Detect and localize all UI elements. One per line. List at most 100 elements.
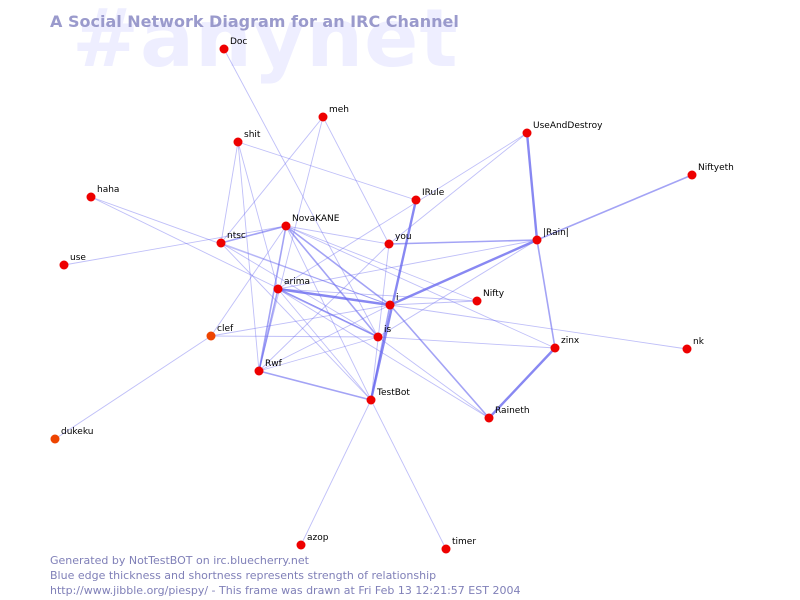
node-ntsc: ntsc xyxy=(216,231,246,248)
edge-ntsc-i xyxy=(220,242,391,306)
edge-i-nk xyxy=(389,304,688,350)
edge-NovaKANE-ntsc xyxy=(220,225,287,244)
node-zinx: zinx xyxy=(550,336,580,353)
node-Rwf: Rwf xyxy=(254,359,283,376)
node-label: i xyxy=(396,293,399,303)
edge-ntsc-is xyxy=(220,242,379,338)
node-label: shit xyxy=(244,130,261,140)
node-label: Rwf xyxy=(265,359,283,369)
footer-legend: Blue edge thickness and shortness repres… xyxy=(50,569,437,582)
edge-is-zinx xyxy=(377,336,556,349)
edge-lRainl-zinx xyxy=(536,239,556,349)
edge-NovaKANE-zinx xyxy=(285,225,556,349)
node-label: Doc xyxy=(230,37,247,47)
node-is: is xyxy=(373,325,392,342)
node-timer: timer xyxy=(441,537,476,554)
node-use: use xyxy=(59,253,86,270)
node-i: i xyxy=(385,293,399,310)
node-marker xyxy=(411,195,421,205)
node-UseAndDestroy: UseAndDestroy xyxy=(522,121,603,138)
node-label: |Rain| xyxy=(543,228,569,238)
footer: Generated by NotTestBOT on irc.bluecherr… xyxy=(50,553,520,598)
edge-i-clef xyxy=(210,304,391,337)
node-nk: nk xyxy=(682,337,705,354)
edge-meh-Rwf xyxy=(258,116,324,372)
edge-arima-is xyxy=(277,288,379,338)
edge-arima-i xyxy=(277,287,391,307)
node-azop: azop xyxy=(296,533,329,550)
node-marker xyxy=(233,137,243,147)
node-label: Nifty xyxy=(483,289,505,299)
node-label: Raineth xyxy=(495,406,530,416)
node-dukeku: dukeku xyxy=(50,427,93,444)
edge-is-Rwf xyxy=(258,336,379,372)
edge-clef-dukeku xyxy=(54,335,212,440)
footer-source-url: http://www.jibble.org/piespy/ - This fra… xyxy=(50,584,521,597)
edge-NovaKANE-Rwf xyxy=(258,225,287,372)
node-label: clef xyxy=(217,324,234,334)
edge-zinx-Raineth xyxy=(488,347,556,419)
node-label: you xyxy=(395,232,412,242)
edge-ntsc-TestBot xyxy=(220,242,372,401)
node-marker xyxy=(532,235,542,245)
node-marker xyxy=(206,331,216,341)
edge-you-lRainl xyxy=(388,239,538,245)
edge-meh-ntsc xyxy=(220,116,324,244)
node-marker xyxy=(550,343,560,353)
node-IRule: IRule xyxy=(411,188,445,205)
node-marker xyxy=(366,395,376,405)
node-marker xyxy=(384,239,394,249)
edge-Niftyeth-lRainl xyxy=(536,174,693,241)
node-marker xyxy=(50,434,60,444)
node-marker xyxy=(318,112,328,122)
node-haha: haha xyxy=(86,185,119,202)
edge-you-TestBot xyxy=(370,243,390,401)
edge-lRainl-is xyxy=(377,239,538,338)
edge-i-Rwf xyxy=(258,304,391,372)
edge-Doc-is xyxy=(223,48,379,338)
edge-UseAndDestroy-lRainl xyxy=(525,132,539,241)
node-marker xyxy=(522,128,532,138)
node-marker xyxy=(254,366,264,376)
node-label: meh xyxy=(329,105,349,115)
edge-shit-ntsc xyxy=(220,141,239,244)
node-marker xyxy=(687,170,697,180)
channel-watermark: #anynet xyxy=(72,0,459,85)
node-label: haha xyxy=(97,185,119,195)
node-clef: clef xyxy=(206,324,234,341)
node-label: is xyxy=(384,325,392,335)
edge-arima-TestBot xyxy=(277,288,372,401)
node-label: UseAndDestroy xyxy=(533,121,603,131)
edge-NovaKANE-i xyxy=(285,225,391,306)
node-marker xyxy=(281,221,291,231)
edge-you-Rwf xyxy=(258,243,390,372)
node-Raineth: Raineth xyxy=(484,406,530,423)
node-marker xyxy=(216,238,226,248)
node-you: you xyxy=(384,232,412,249)
edge-is-clef xyxy=(210,335,379,338)
node-label: ntsc xyxy=(227,231,246,241)
node-marker xyxy=(472,296,482,306)
edge-meh-you xyxy=(322,116,390,245)
node-label: nk xyxy=(693,337,705,347)
edge-Rwf-TestBot xyxy=(258,370,372,401)
node-label: IRule xyxy=(422,188,445,198)
node-shit: shit xyxy=(233,130,261,147)
edge-i-TestBot xyxy=(370,304,391,401)
edge-is-Raineth xyxy=(377,336,490,419)
node-label: zinx xyxy=(561,336,580,346)
node-marker xyxy=(219,44,229,54)
edge-shit-Rwf xyxy=(237,141,260,372)
diagram-title: A Social Network Diagram for an IRC Chan… xyxy=(50,12,459,31)
node-marker xyxy=(385,300,395,310)
edge-i-Raineth xyxy=(389,304,490,419)
node-Nifty: Nifty xyxy=(472,289,505,306)
node-meh: meh xyxy=(318,105,349,122)
node-label: timer xyxy=(452,537,476,547)
edge-NovaKANE-Nifty xyxy=(285,225,478,302)
edge-haha-i xyxy=(90,196,391,306)
edge-IRule-TestBot xyxy=(369,199,418,401)
node-label: azop xyxy=(307,533,329,543)
node-marker xyxy=(373,332,383,342)
